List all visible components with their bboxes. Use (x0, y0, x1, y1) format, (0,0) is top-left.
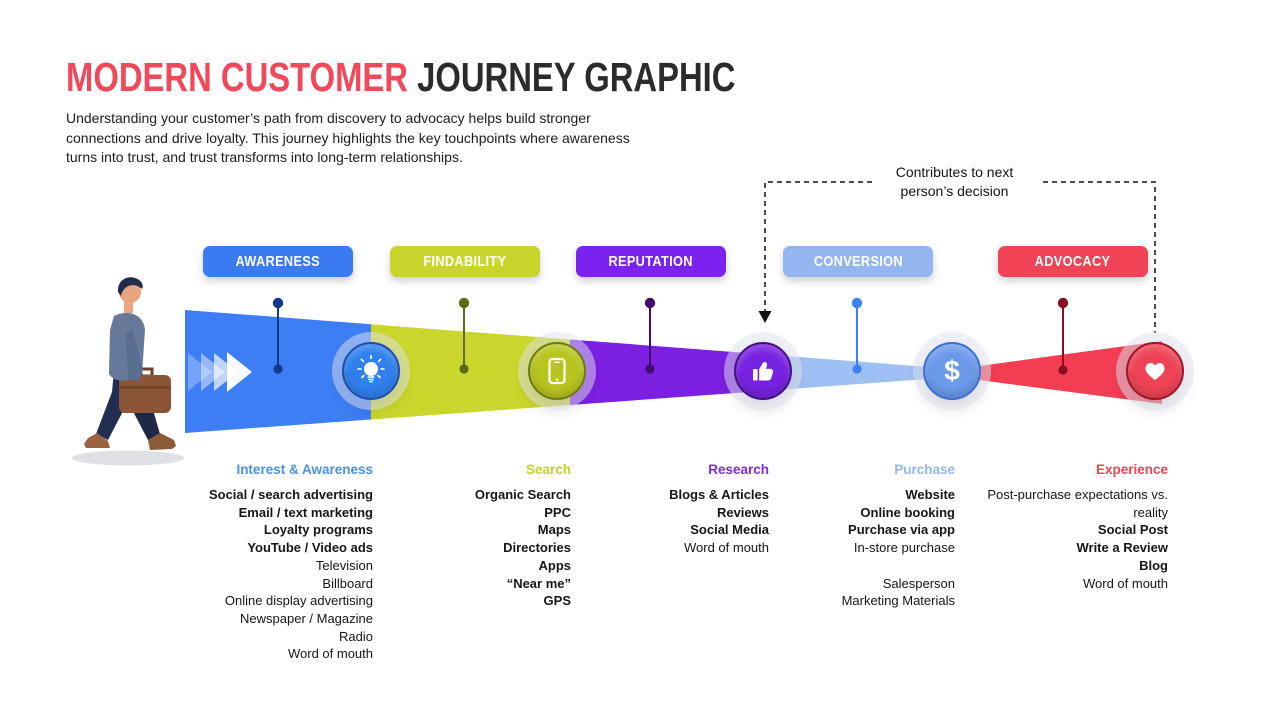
intro-paragraph: Understanding your customer’s path from … (66, 110, 630, 165)
annotation-contributes: Contributes to next person’s decision (862, 163, 1047, 201)
stage-pill-findability: FINDABILITY (390, 246, 540, 277)
dashed-line-left (764, 181, 872, 312)
page-title: MODERN CUSTOMER JOURNEY GRAPHIC (66, 54, 735, 101)
column-item: PPC (544, 504, 571, 520)
annotation-line2: person’s decision (900, 183, 1009, 199)
stage-pill-label: AWARENESS (235, 253, 321, 270)
funnel-segments (185, 310, 1162, 433)
column-interest-awareness: Interest & Awareness Social / search adv… (161, 462, 373, 663)
column-item: Newspaper / Magazine (240, 610, 373, 626)
connector-conversion (851, 297, 863, 374)
column-item: Radio (339, 628, 373, 644)
smartphone-icon (548, 357, 566, 385)
stage-pill-conversion: CONVERSION (783, 246, 933, 277)
column-item: Word of mouth (287, 646, 373, 662)
column-header: Search (525, 462, 571, 477)
column-item: Post-purchase expectations vs. reality (987, 487, 1168, 520)
column-item: Purchase via app (848, 522, 955, 538)
column-item: Marketing Materials (841, 593, 955, 609)
column-item: Social / search advertising (208, 487, 373, 502)
column-header: Interest & Awareness (236, 462, 373, 477)
annotation-line1: Contributes to next (895, 164, 1014, 180)
column-item: GPS (543, 593, 571, 609)
column-item: Email / text marketing (238, 504, 373, 520)
column-item: Blogs & Articles (669, 487, 769, 502)
person-shadow (72, 450, 184, 466)
column-item (743, 557, 955, 575)
column-item: Television (315, 557, 373, 573)
stage-pill-reputation: REPUTATION (576, 246, 726, 277)
column-item: Directories (503, 540, 571, 556)
column-item: Reviews (716, 504, 769, 520)
column-item: Website (905, 487, 955, 502)
column-header: Experience (1095, 462, 1168, 477)
connector-awareness (272, 297, 284, 374)
walking-person-illustration (72, 277, 184, 466)
column-item: Online booking (860, 504, 955, 520)
heart-icon (1145, 363, 1165, 381)
funnel-segment-advocacy (956, 341, 1162, 404)
column-item: Write a Review (1076, 540, 1168, 556)
thumbs-up-icon (753, 362, 774, 381)
awareness-circle (342, 342, 400, 400)
stage-pill-label: CONVERSION (813, 253, 903, 270)
reputation-circle (734, 342, 792, 400)
findability-circle (528, 342, 586, 400)
column-item: Word of mouth (1082, 575, 1168, 591)
column-item: “Near me” (506, 575, 571, 591)
column-item: In-store purchase (853, 540, 955, 556)
column-experience: Experience Post-purchase expectations vs… (956, 462, 1168, 592)
column-item: Organic Search (474, 487, 571, 502)
column-header: Research (708, 462, 769, 477)
conversion-circle: $ (923, 342, 981, 400)
advocacy-circle (1126, 342, 1184, 400)
page-title-rest: JOURNEY GRAPHIC (417, 54, 736, 100)
column-item: Apps (538, 557, 572, 573)
column-item: Maps (537, 522, 571, 538)
lightbulb-icon (357, 355, 385, 383)
feedback-dashed-lines (764, 181, 1156, 333)
column-item: Billboard (322, 575, 373, 591)
column-item: Blog (1139, 557, 1168, 573)
column-item: Online display advertising (224, 593, 373, 609)
dashed-line-right (1043, 181, 1156, 333)
forward-chevrons-icon (188, 352, 252, 392)
column-header: Purchase (894, 462, 955, 477)
person-hair (117, 277, 143, 296)
column-item: YouTube / Video ads (247, 540, 373, 556)
dollar-icon: $ (944, 355, 960, 386)
connector-reputation (644, 297, 656, 374)
funnel-segment-reputation (570, 339, 763, 405)
stage-pill-label: FINDABILITY (423, 253, 507, 270)
connector-advocacy (1057, 297, 1069, 375)
column-item: Loyalty programs (263, 522, 373, 538)
column-item: Social Post (1097, 522, 1168, 538)
stage-pill-label: ADVOCACY (1035, 253, 1111, 270)
stage-pill-advocacy: ADVOCACY (998, 246, 1148, 277)
column-item: Salesperson (882, 575, 955, 591)
stage-connectors (272, 297, 1069, 375)
stage-pill-awareness: AWARENESS (203, 246, 353, 277)
connector-findability (458, 297, 470, 374)
column-item: Social Media (690, 522, 769, 538)
funnel-segment-findability (371, 324, 570, 420)
stage-pill-label: REPUTATION (608, 253, 694, 270)
page-title-accent: MODERN CUSTOMER (66, 54, 418, 100)
down-arrowhead-icon (758, 311, 772, 323)
column-item: Word of mouth (683, 540, 769, 556)
